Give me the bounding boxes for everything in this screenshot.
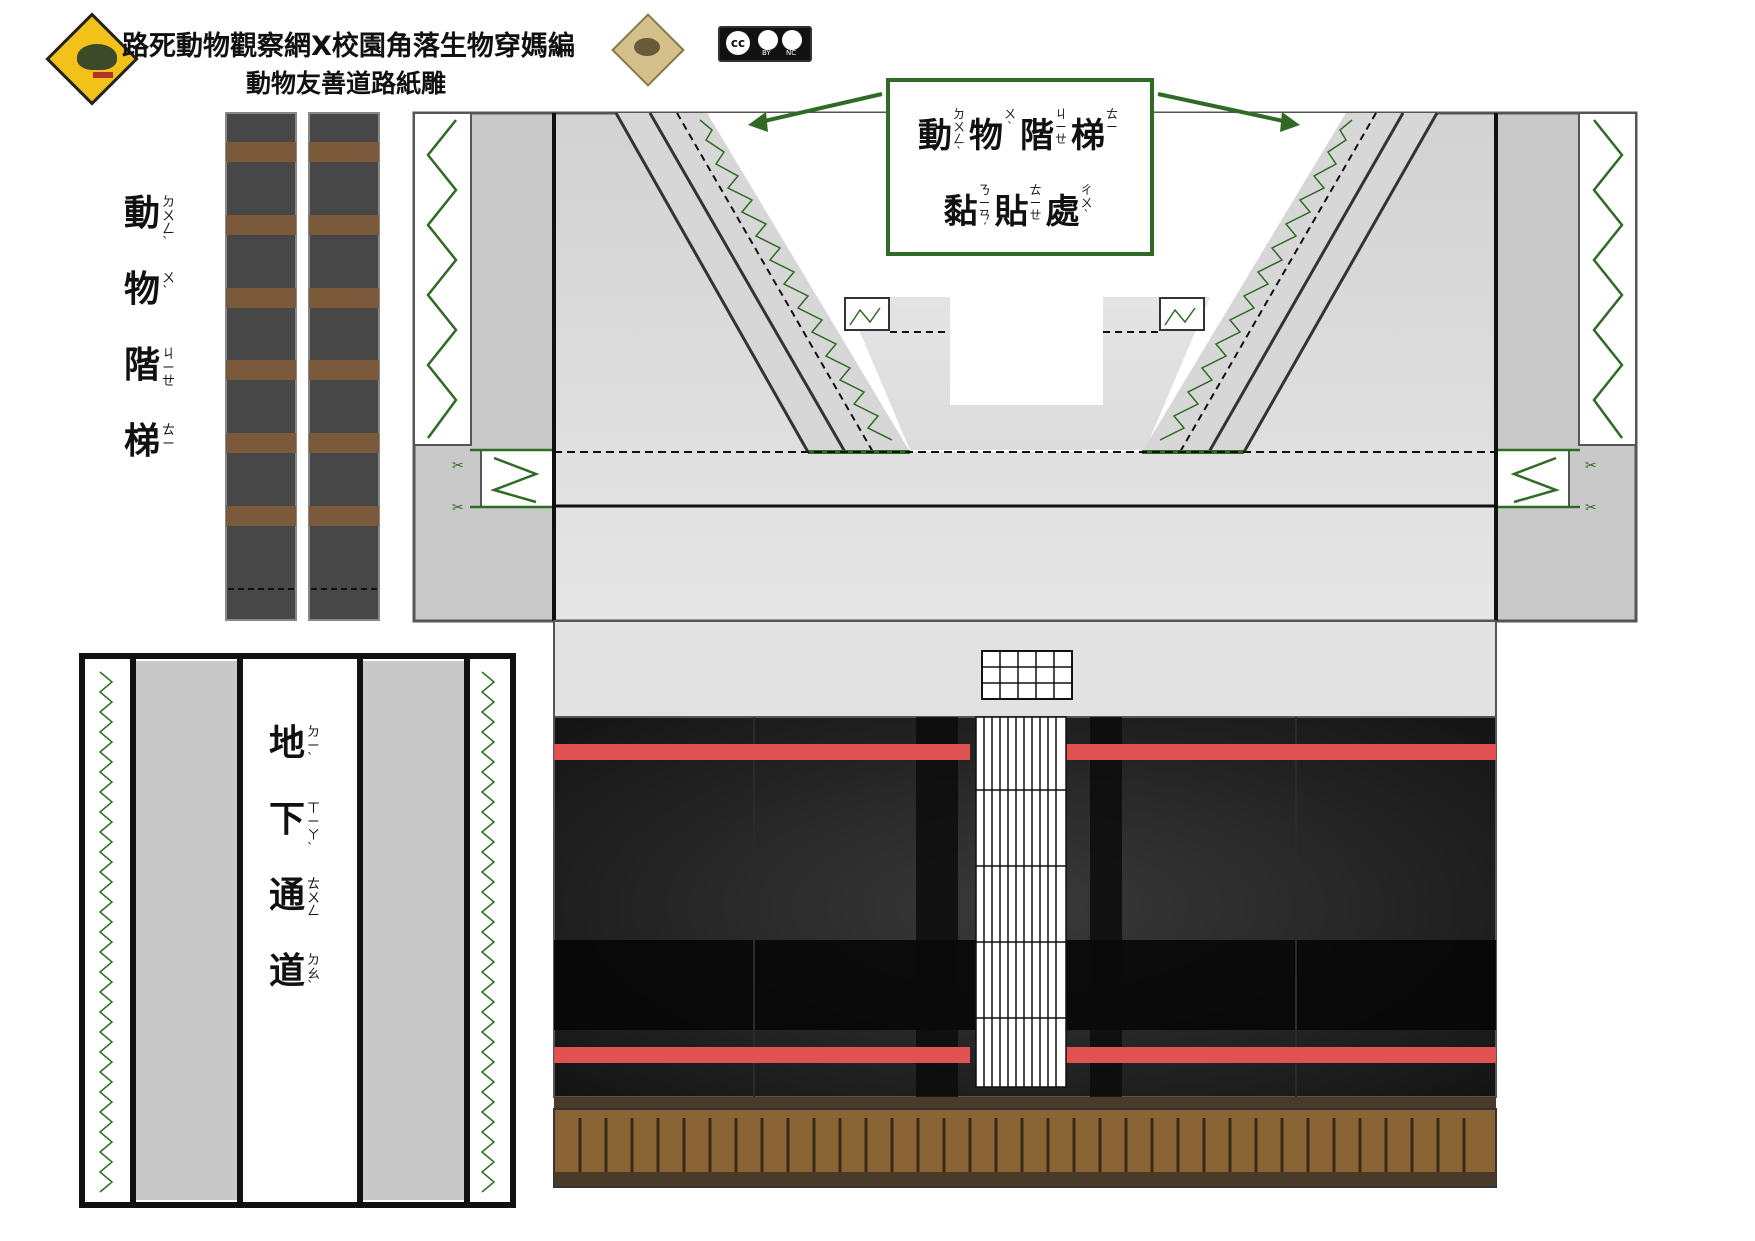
svg-text:✂: ✂ [452,458,464,474]
svg-text:✂: ✂ [452,500,464,516]
nc-label: NC [786,49,797,57]
callout-char: 黏 [943,192,978,232]
page-title: 路死動物觀察網X校園角落生物穿媽編 [122,31,575,62]
attribution-icon [758,30,778,50]
stairs-char: 梯 [124,421,161,462]
stair-strip-left [225,112,297,621]
cc-icon: cc [726,31,750,55]
callout-zhuyin: ㄐㄧㄝ [1055,107,1068,147]
stairs-label: 動ㄉㄨㄥˋ 物ㄨˋ 階ㄐㄧㄝ 梯ㄊㄧ [124,196,176,500]
callout-zhuyin: ㄋㄧㄢˊ [978,183,991,235]
callout-char: 物 [969,116,1003,156]
callout-zhuyin: ㄔㄨˋ [1080,183,1093,223]
callout-zhuyin: ㄊㄧㄝ [1029,183,1042,223]
underpass-label: 地ㄉㄧˋ 下ㄒㄧㄚˋ 通ㄊㄨㄥ 道ㄉㄠˋ [269,726,321,1030]
callout-char: 階 [1020,116,1054,156]
stairs-char: 物 [124,269,161,310]
svg-text:✂: ✂ [1585,458,1597,474]
underpass-zhuyin: ㄉㄠˋ [307,953,321,996]
stairs-char: 階 [124,345,161,386]
underpass-char: 通 [269,875,306,916]
stairs-zhuyin: ㄉㄨㄥˋ [162,195,176,251]
by-label: BY [762,49,771,57]
underpass-char: 道 [269,951,306,992]
page-subtitle: 動物友善道路紙雕 [246,69,447,98]
underpass-net: ✂ ✂ ✂ ✂ [412,111,1638,1188]
callout-zhuyin: ㄨˋ [1004,107,1017,134]
underpass-char: 地 [269,723,306,764]
stairs-zhuyin: ㄐㄧㄝ [162,347,176,390]
callout-char: 貼 [994,192,1029,232]
underpass-zhuyin: ㄊㄨㄥ [307,877,321,920]
underpass-char: 下 [269,799,306,840]
underpass-zhuyin: ㄒㄧㄚˋ [307,801,321,857]
underpass-card [79,653,516,1208]
cc-license-badge: cc BY NC [718,26,812,62]
callout-zhuyin: ㄉㄨㄥˋ [953,107,966,159]
stairs-char: 動 [124,193,161,234]
callout-char: 梯 [1071,116,1105,156]
stairs-zhuyin: ㄨˋ [162,271,176,300]
callout-zhuyin: ㄊㄧ [1106,107,1119,134]
callout-char: 動 [918,116,952,156]
underpass-zhuyin: ㄉㄧˋ [307,725,321,768]
stairs-zhuyin: ㄊㄧ [162,423,176,452]
svg-text:✂: ✂ [1585,500,1597,516]
noncommercial-icon [782,30,802,50]
stair-strip-right [308,112,380,621]
callout-char: 處 [1045,192,1080,232]
callout-arrows [748,92,1300,132]
